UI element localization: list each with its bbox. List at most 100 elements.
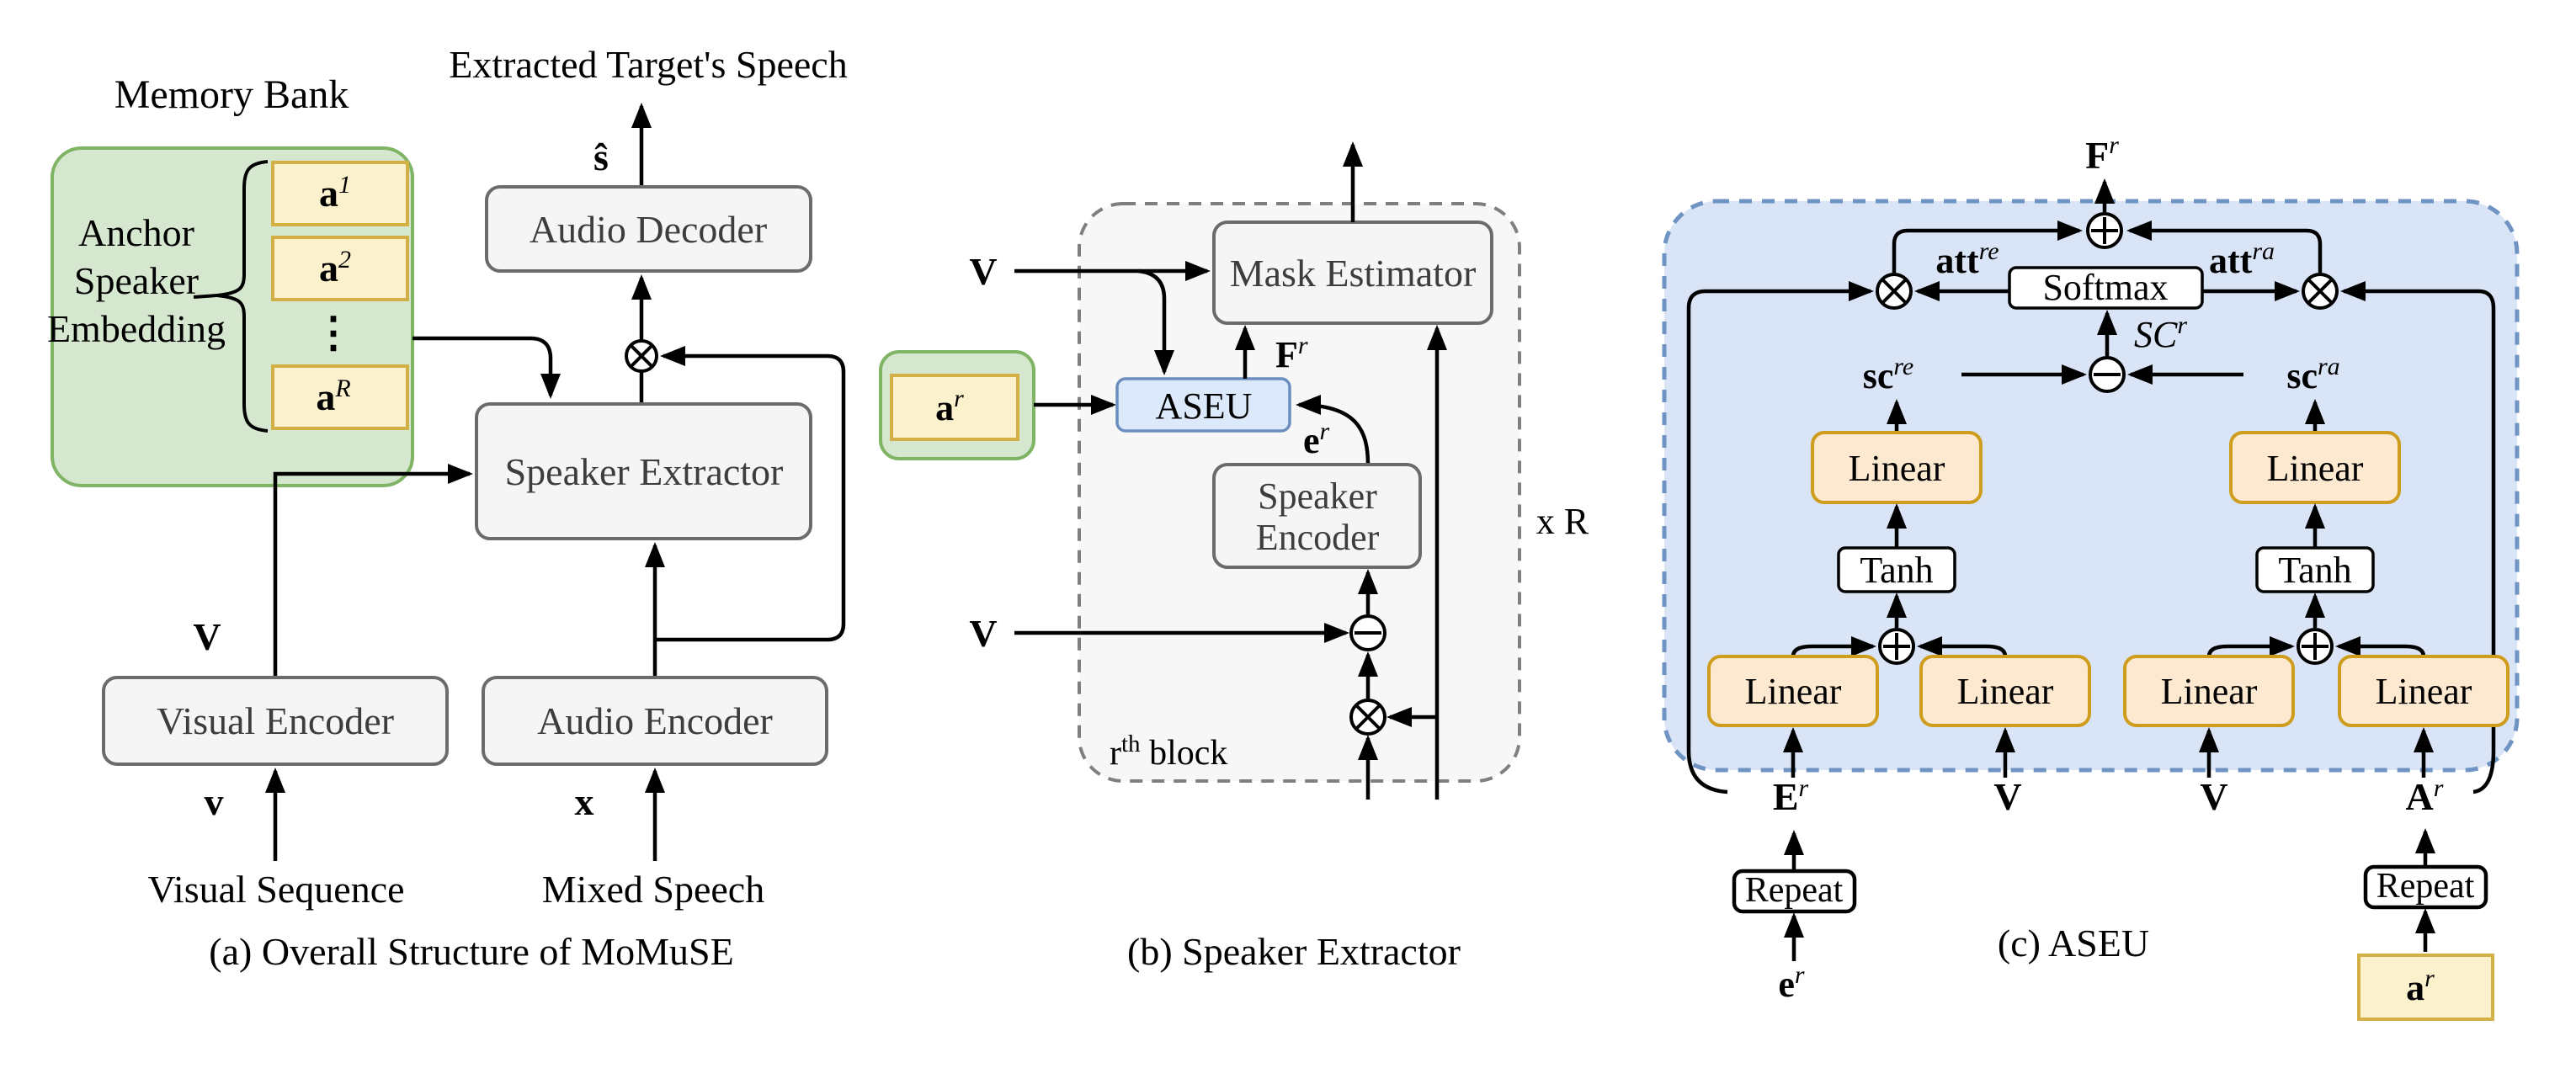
arrow-linear2-to-add bbox=[1917, 636, 2008, 657]
V-right-label-c: V bbox=[2200, 775, 2227, 818]
arrow-audio-bypass-to-multiply bbox=[655, 346, 846, 642]
F-r-label-c: Fr bbox=[2085, 131, 2119, 177]
repeat-right-box bbox=[2363, 864, 2488, 910]
arrow-memory-to-extractor bbox=[412, 336, 561, 399]
att-re-label: attre bbox=[1935, 237, 1999, 281]
aseu-dashed-box bbox=[1662, 199, 2520, 773]
audio-decoder-box bbox=[485, 185, 812, 273]
att-ra-label: attra bbox=[2209, 237, 2275, 281]
speaker-encoder-box bbox=[1212, 463, 1422, 569]
brace-connector-line bbox=[193, 294, 218, 299]
linear-bottom-2-box bbox=[1919, 655, 2091, 727]
panel-b-speaker-extractor: Mask Estimator V ar ASEU Fr er Speaker E… bbox=[879, 141, 1589, 973]
s-hat-label: ŝ bbox=[593, 136, 609, 178]
linear-upper-right-box bbox=[2229, 431, 2401, 504]
anchor-embedding-R-label: aR bbox=[316, 375, 350, 418]
linear-bottom-1-box bbox=[1707, 655, 1879, 727]
V-left-label-c: V bbox=[1993, 775, 2021, 818]
repeat-right-label: Repeat bbox=[2376, 867, 2475, 906]
add-plus-glyph-top bbox=[2091, 217, 2118, 244]
speaker-extractor-box bbox=[475, 402, 812, 540]
arrow-left-multiply-to-add bbox=[1892, 221, 2083, 273]
linear-upper-left-label: Linear bbox=[1849, 448, 1945, 489]
vertical-ellipsis: ⋮ bbox=[312, 309, 354, 356]
anchor-embedding-1-box bbox=[271, 161, 409, 226]
softmax-label: Softmax bbox=[2042, 267, 2168, 308]
arrow-v-branch-to-aseu bbox=[1137, 268, 1174, 375]
multiply-x-glyph-b bbox=[1355, 704, 1381, 730]
tanh-right-label: Tanh bbox=[2278, 550, 2351, 591]
multiply-x-glyph-a bbox=[630, 344, 653, 368]
x-label: x bbox=[575, 780, 594, 823]
caption-b: (b) Speaker Extractor bbox=[1127, 930, 1461, 973]
repeat-left-box bbox=[1732, 869, 1857, 914]
repeat-left-label: Repeat bbox=[1745, 871, 1844, 910]
mask-estimator-label: Mask Estimator bbox=[1230, 252, 1477, 295]
e-r-label-b: er bbox=[1303, 417, 1330, 461]
arrow-linear4-to-add bbox=[2335, 636, 2426, 657]
panel-c-aseu: Fr attre attra Softmax SCr bbox=[1662, 131, 2520, 1021]
sc-ra-label: scra bbox=[2286, 353, 2339, 396]
extracted-speech-title: Extracted Target's Speech bbox=[449, 43, 847, 86]
mixed-speech-label: Mixed Speech bbox=[542, 868, 764, 911]
arrow-E-loop-to-left-multiply bbox=[1686, 281, 1874, 794]
audio-decoder-label: Audio Decoder bbox=[530, 208, 767, 251]
aseu-label: ASEU bbox=[1156, 385, 1253, 427]
memory-bank-title: Memory Bank bbox=[114, 72, 349, 117]
add-plus-glyph-left bbox=[1883, 633, 1910, 660]
F-r-label-b: Fr bbox=[1275, 332, 1308, 375]
arrow-visual-to-extractor bbox=[273, 464, 473, 678]
multiply-x-glyph-c-left bbox=[1881, 279, 1907, 304]
softmax-box bbox=[2008, 266, 2204, 310]
tanh-left-label: Tanh bbox=[1860, 550, 1933, 591]
linear-bottom-3-box bbox=[2123, 655, 2295, 727]
arrow-right-multiply-to-add bbox=[2126, 221, 2323, 273]
audio-encoder-box bbox=[482, 676, 828, 766]
linear-upper-left-box bbox=[1811, 431, 1983, 504]
anchor-input-label: ar bbox=[935, 385, 964, 428]
arrow-A-loop-to-right-multiply bbox=[2340, 281, 2496, 794]
e-r-label-c: er bbox=[1778, 961, 1805, 1005]
arrow-linear3-to-add bbox=[2206, 636, 2295, 657]
linear-bottom-1-label: Linear bbox=[1745, 671, 1842, 712]
speaker-extractor-label: Speaker Extractor bbox=[505, 450, 784, 493]
anchor-label-line-3: Embedding bbox=[47, 307, 226, 350]
anchor-embedding-1-label: a1 bbox=[319, 171, 351, 215]
add-plus-glyph-right bbox=[2302, 633, 2329, 660]
caption-c: (c) ASEU bbox=[1998, 922, 2149, 964]
anchor-label-line-2: Speaker bbox=[74, 259, 199, 302]
V-label-a: V bbox=[193, 615, 221, 658]
linear-bottom-3-label: Linear bbox=[2161, 671, 2258, 712]
linear-upper-right-label: Linear bbox=[2267, 448, 2364, 489]
linear-bottom-2-label: Linear bbox=[1957, 671, 2054, 712]
caption-a: (a) Overall Structure of MoMuSE bbox=[209, 930, 733, 973]
visual-sequence-label: Visual Sequence bbox=[147, 868, 404, 911]
a-r-input-box-c bbox=[2357, 954, 2494, 1021]
anchor-embedding-2-label: a2 bbox=[319, 246, 351, 290]
anchor-embedding-2-box bbox=[271, 236, 409, 301]
tanh-right-box bbox=[2255, 546, 2375, 593]
aseu-box bbox=[1115, 377, 1291, 433]
speaker-encoder-label-1: Speaker bbox=[1258, 476, 1377, 517]
arrow-encoder-to-aseu bbox=[1296, 395, 1370, 465]
multiply-x-glyph-c-right bbox=[2307, 279, 2333, 304]
arrow-linear1-to-add bbox=[1791, 636, 1876, 657]
speaker-encoder-label-2: Encoder bbox=[1256, 517, 1380, 558]
audio-encoder-label: Audio Encoder bbox=[537, 699, 773, 742]
SC-r-label: SCr bbox=[2134, 311, 2187, 355]
panel-a-overall-structure: Memory Bank Anchor Speaker Embedding a1 … bbox=[47, 43, 848, 973]
rth-block-label: rth block bbox=[1110, 731, 1227, 773]
E-r-label: Er bbox=[1773, 774, 1809, 818]
linear-bottom-4-label: Linear bbox=[2376, 671, 2472, 712]
a-r-label-c: ar bbox=[2406, 964, 2435, 1008]
sc-re-label: scre bbox=[1863, 353, 1914, 396]
anchor-input-yellow-box bbox=[890, 374, 1019, 441]
anchor-label-line-1: Anchor bbox=[78, 211, 194, 254]
tanh-left-box bbox=[1837, 546, 1956, 593]
visual-encoder-box bbox=[102, 676, 449, 766]
V-lower-label-b: V bbox=[969, 612, 997, 655]
repeat-count-label: x R bbox=[1536, 501, 1589, 542]
linear-bottom-4-box bbox=[2338, 655, 2509, 727]
